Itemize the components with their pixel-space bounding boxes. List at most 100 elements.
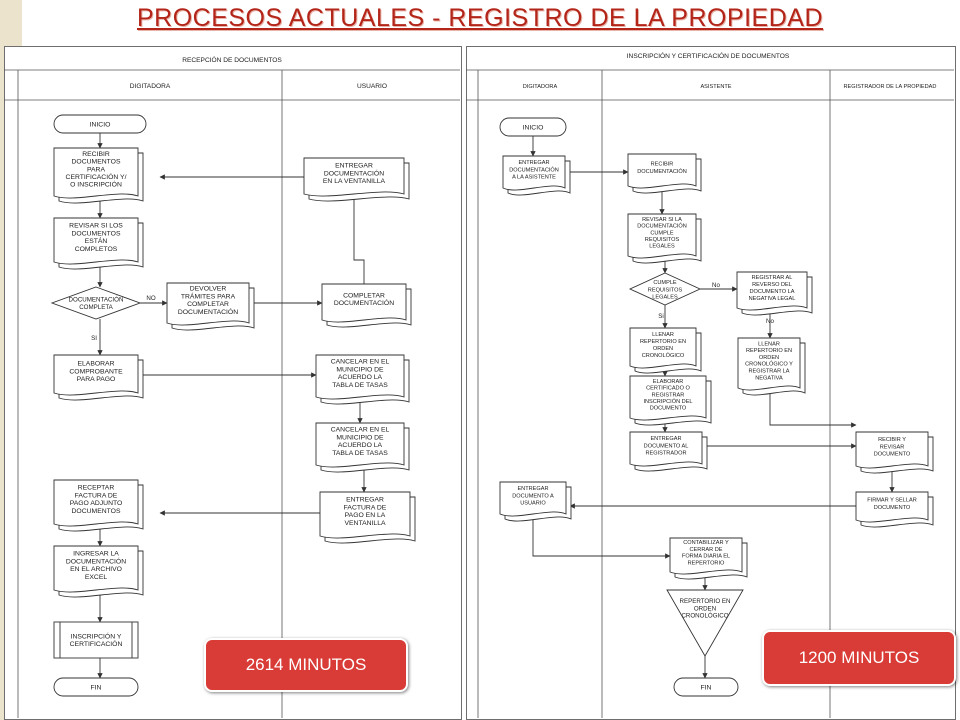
edge-label: NO <box>146 295 155 302</box>
node-label: DOCUMENTACIÓN <box>178 307 238 316</box>
document-shape <box>303 157 405 197</box>
node-label: DOCUMENTACIÓN <box>66 556 126 565</box>
node-label: REQUISITOS <box>645 237 680 243</box>
document-shape <box>319 491 411 539</box>
flow-arrow <box>769 388 857 428</box>
node-label: ACUERDO LA <box>338 442 383 449</box>
node-label: FIN <box>91 684 102 691</box>
node-label: EXCEL <box>85 574 108 581</box>
node-label: ORDEN <box>759 355 779 361</box>
edge-label: No <box>766 318 774 325</box>
document-shape <box>669 537 743 575</box>
node-label: COMPLETA <box>79 304 113 311</box>
decision-shape <box>50 286 142 320</box>
node-label: ENTREGAR <box>517 486 548 492</box>
document-shape <box>629 431 703 467</box>
document-shape <box>855 431 929 469</box>
node-label: CANCELAR EN EL <box>331 359 390 366</box>
node-label: REPERTORIO EN <box>679 598 730 605</box>
node-label: COMPROBANTE <box>69 368 123 375</box>
node-label: PARA PAGO <box>77 376 116 383</box>
node-label: VENTANILLA <box>344 520 386 527</box>
document-shape <box>627 213 697 259</box>
node-label: ENTREGAR <box>650 436 681 442</box>
terminator-shape <box>53 677 139 697</box>
node-label: COMPLETOS <box>75 246 118 253</box>
node-label: DOCUMENTACIÓN <box>334 298 394 307</box>
node-label: PAGO ADJUNTO <box>70 500 123 507</box>
node-label: CUMPLE <box>653 280 677 286</box>
node-label: REQUISITOS <box>648 287 683 293</box>
node-inicio: INICIO <box>499 117 567 137</box>
node-revisar-requisitos: REVISAR SI LADOCUMENTACIÓNCUMPLEREQUISIT… <box>627 213 702 264</box>
node-label: REGISTRAR AL <box>752 275 793 281</box>
document-shape <box>627 153 697 189</box>
document-shape <box>502 155 566 191</box>
node-label: TABLA DE TASAS <box>332 450 388 457</box>
node-label: FACTURA DE <box>344 504 387 511</box>
node-inicio: INICIO <box>53 114 147 134</box>
lane-header-digitadora: DIGITADORA <box>130 83 171 90</box>
node-label: INGRESAR LA <box>73 551 119 558</box>
node-label: DOCUMENTO AL <box>644 443 689 449</box>
terminator-shape <box>673 677 739 697</box>
node-label: DOCUMENTO <box>650 406 687 412</box>
node-label: REGISTRAR LA <box>748 369 789 375</box>
node-label: INSCRIPCIÓN Y <box>71 631 122 640</box>
node-label: RECEPTAR <box>78 485 115 492</box>
edge-label: Si <box>658 313 664 320</box>
node-label: LEGALES <box>652 295 678 301</box>
node-label: FORMA DIARIA EL <box>682 554 730 560</box>
node-label: ENTREGAR <box>335 163 373 170</box>
lane-header-asistente: ASISTENTE <box>700 84 731 90</box>
node-label: ENTREGAR <box>346 497 384 504</box>
left-time-badge: 2614 MINUTOS <box>204 638 408 692</box>
edge-label: No <box>712 282 720 289</box>
node-label: TABLA DE TASAS <box>332 382 388 389</box>
slide-title: PROCESOS ACTUALES - REGISTRO DE LA PROPI… <box>136 4 824 32</box>
node-label: DOCUMENTACIÓN <box>509 166 559 173</box>
node-label: RECIBIR Y <box>878 437 906 443</box>
node-label: INICIO <box>523 124 544 131</box>
right-time-badge: 1200 MINUTOS <box>762 630 956 686</box>
node-label: REGISTRADOR <box>645 451 686 457</box>
node-label: DOCUMENTOS <box>72 230 121 237</box>
node-label: ORDEN <box>653 346 673 352</box>
node-label: PAGO EN LA <box>345 512 386 519</box>
node-label: NEGATIVA <box>755 375 783 381</box>
node-label: RECIBIR <box>82 151 110 158</box>
node-label: CUMPLE <box>650 230 674 236</box>
storage-shape <box>666 589 744 657</box>
node-label: DOCUMENTACIÓN <box>637 168 687 175</box>
node-label: PARA <box>87 166 105 173</box>
document-shape <box>53 147 139 199</box>
node-label: DOCUMENTACIÓN <box>69 297 124 304</box>
lane-header-registrador: REGISTRADOR DE LA PROPIEDAD <box>844 84 937 90</box>
document-shape <box>737 337 801 391</box>
document-shape <box>629 327 697 369</box>
node-label: ENTREGAR <box>518 160 549 166</box>
node-label: COMPLETAR <box>187 301 229 308</box>
document-shape <box>315 354 405 400</box>
left-section-header: RECEPCIÓN DE DOCUMENTOS <box>182 55 282 64</box>
node-label: EN LA VENTANILLA <box>323 178 386 185</box>
node-label: CANCELAR EN EL <box>331 427 390 434</box>
node-label: O INSCRIPCIÓN <box>70 180 122 189</box>
node-label: REGISTRAR <box>652 392 685 398</box>
node-label: REPERTORIO EN <box>746 348 792 354</box>
